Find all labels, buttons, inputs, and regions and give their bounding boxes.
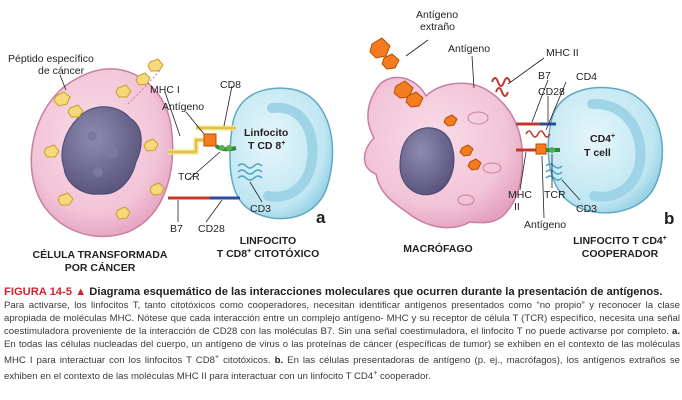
label-cd8-cell-1: LINFOCITO [240, 235, 296, 247]
figure-number: FIGURA 14-5 [4, 286, 72, 298]
macrophage-nucleus [399, 127, 455, 196]
tcr-molecule [214, 144, 237, 152]
label-antigen-b-top: Antígeno [448, 43, 490, 55]
leader-lines-a [59, 74, 263, 223]
label-mhc2-bot-2: II [514, 201, 520, 213]
label-cancer-cell-2: POR CÁNCER [65, 261, 136, 274]
nucleus-texture [106, 146, 118, 158]
label-tcell-b-2: T cell [584, 147, 611, 159]
tcell-shading [263, 102, 318, 202]
label-mhc1: MHC I [150, 84, 180, 96]
cd4-molecule [525, 130, 551, 138]
tcell-shading-b [587, 98, 646, 202]
panel-b: Antígeno extraño Antígeno MHC II B7 CD28… [363, 9, 674, 260]
mhc2-tcr-complex [516, 143, 560, 155]
cd3-molecule [237, 163, 263, 181]
caption-heading: FIGURA 14-5 ▲ Diagrama esquemático de la… [4, 286, 680, 299]
foreign-antigen-group [369, 37, 482, 171]
mhc2-top [491, 77, 511, 97]
label-cd4: CD4 [576, 71, 597, 83]
label-peptide-2: de cáncer [38, 65, 85, 77]
macrophage-vesicles [457, 111, 502, 206]
label-foreign-2: extraño [420, 21, 455, 33]
panel-a: Péptido específico de cáncer MHC I Antíg… [8, 53, 334, 274]
label-tcell-a-2: T CD 8+ [248, 140, 285, 152]
leader-lines-b [405, 39, 581, 219]
label-tcr-b: TCR [544, 189, 566, 201]
triangle-icon: ▲ [75, 286, 87, 298]
label-cd28-b: CD28 [538, 86, 565, 98]
label-cd4-cell-1: LINFOCITO T CD4+ [573, 235, 667, 247]
label-cancer-cell-1: CÉLULA TRANSFORMADA [33, 248, 168, 261]
label-cd28-a: CD28 [198, 223, 225, 235]
antigen-shape-b [535, 143, 547, 155]
figure-title: Diagrama esquemático de las interaccione… [89, 286, 663, 298]
label-macrophage: MACRÓFAGO [403, 242, 472, 255]
label-cd8-cell-2: T CD8+ CITOTÓXICO [217, 247, 320, 260]
label-tcr-a: TCR [178, 171, 200, 183]
mhc1-complex [168, 133, 217, 155]
nucleus-texture [93, 167, 103, 177]
label-peptide-1: Péptido específico [8, 53, 94, 65]
panel-letter-b: b [664, 209, 674, 228]
cancer-peptide-group [43, 84, 165, 220]
cancer-nucleus [61, 106, 142, 195]
label-antigen-a: Antígeno [162, 101, 204, 113]
label-cd4-cell-2: COOPERADOR [582, 248, 659, 260]
label-foreign-1: Antígeno [416, 9, 458, 21]
label-cd3-b: CD3 [576, 203, 597, 215]
cd3-molecule-b [545, 163, 563, 181]
surface-peptide-group [135, 58, 164, 86]
label-mhc2-top: MHC II [546, 47, 579, 59]
label-cd3-a: CD3 [250, 203, 271, 215]
nucleus-texture [87, 131, 97, 141]
label-cd8: CD8 [220, 79, 241, 91]
label-b7-b: B7 [538, 70, 551, 82]
caption-body: Para activarse, los linfocitos T, tanto … [4, 300, 680, 382]
antigen-presentation-diagram: Péptido específico de cáncer MHC I Antíg… [8, 9, 674, 274]
label-tcell-a-1: Linfocito [244, 127, 288, 139]
label-tcell-b-1: CD4+ [590, 133, 615, 145]
label-antigen-b-bot: Antígeno [524, 219, 566, 231]
label-b7-a: B7 [170, 223, 183, 235]
panel-letter-a: a [316, 208, 326, 227]
label-mhc2-bot-1: MHC [508, 189, 532, 201]
figure-caption: FIGURA 14-5 ▲ Diagrama esquemático de la… [4, 286, 680, 384]
antigen-shape [203, 133, 217, 147]
